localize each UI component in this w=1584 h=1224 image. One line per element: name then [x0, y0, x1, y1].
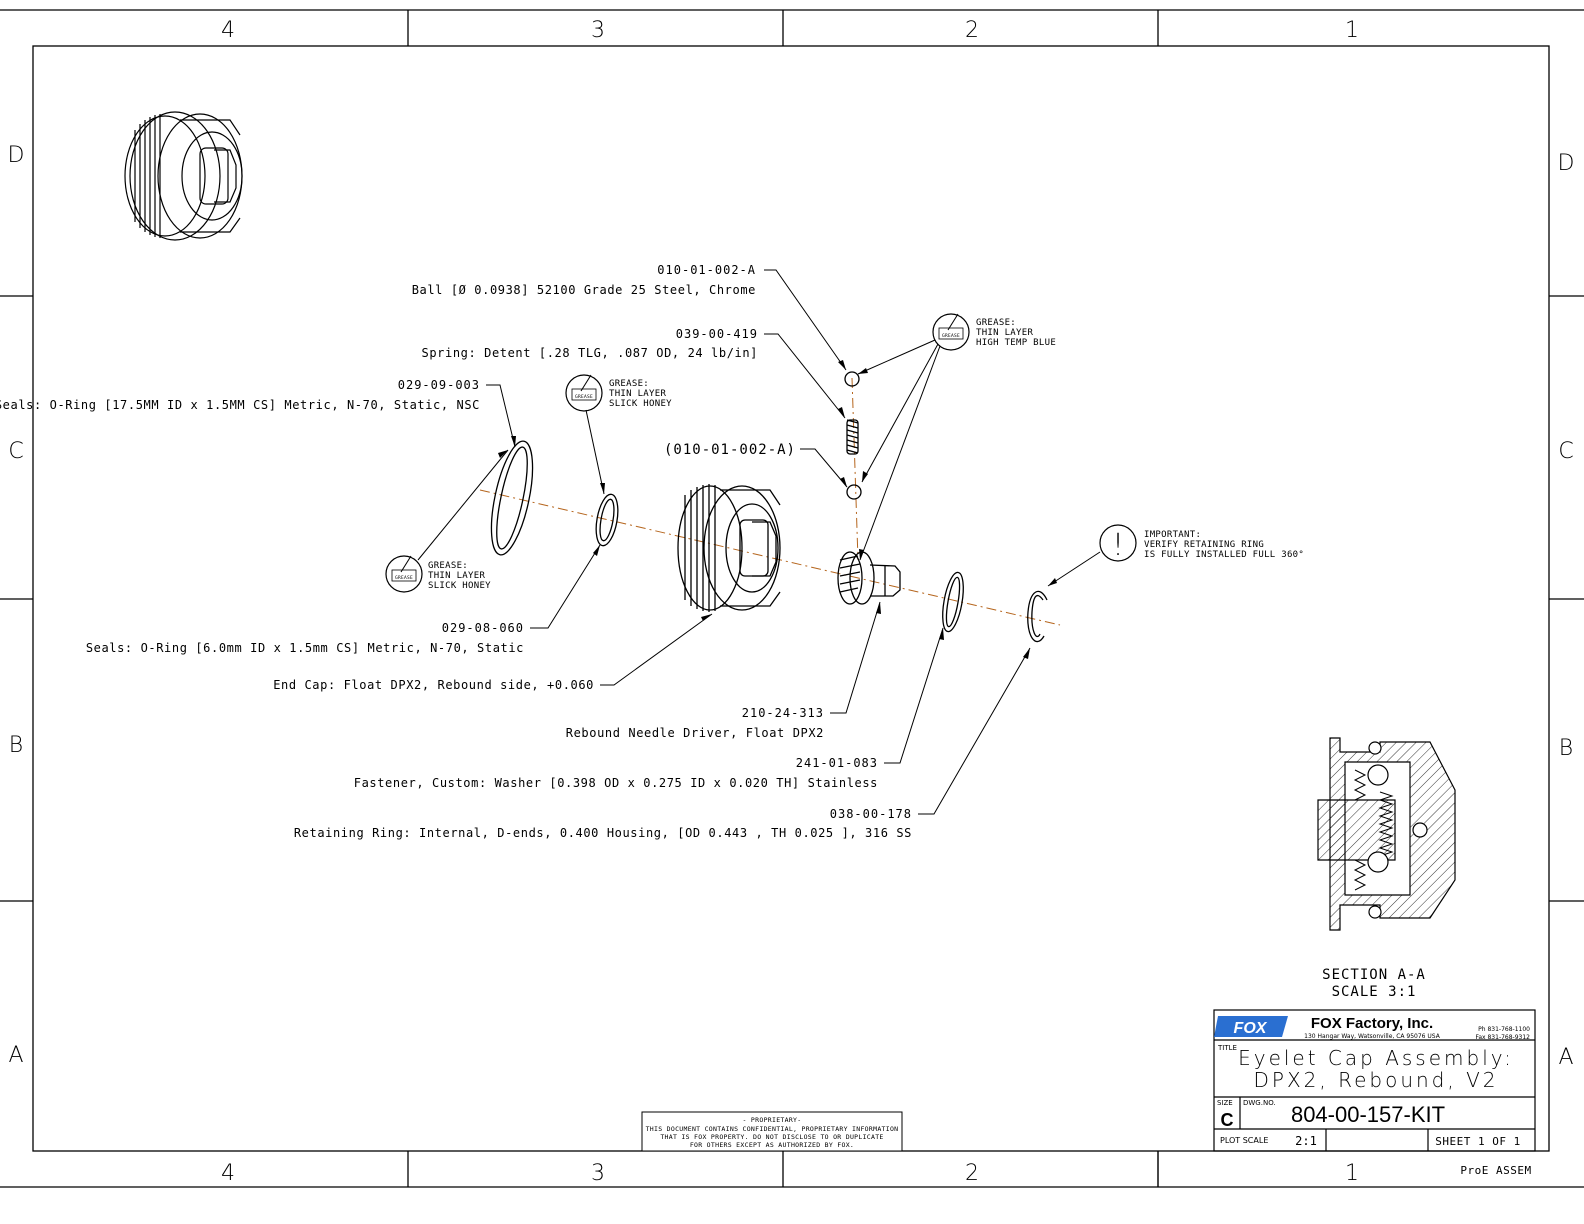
zone-col-label: 2: [965, 18, 979, 43]
cad-software-label: ProE ASSEM: [1460, 1164, 1531, 1177]
svg-text:GREASE: GREASE: [575, 394, 593, 400]
title-block: FOX FOX Factory, Inc. 130 Hangar Way, Wa…: [1157, 1009, 1536, 1187]
callout-description: Seals: O-Ring [17.5MM ID x 1.5MM CS] Met…: [0, 398, 480, 412]
detent-ball-bottom: [846, 484, 862, 500]
grease-note-line: GREASE:: [428, 561, 468, 571]
callout-part-number: 029-09-003: [398, 378, 480, 392]
section-title: SECTION A-A: [1322, 967, 1426, 983]
important-note: ! IMPORTANT: VERIFY RETAINING RING IS FU…: [1099, 524, 1304, 563]
callout-description: Ball [Ø 0.0938] 52100 Grade 25 Steel, Ch…: [412, 283, 756, 297]
title-label: TITLE: [1217, 1044, 1237, 1052]
callout-part-number: 241-01-083: [796, 756, 878, 770]
end-cap-part: [677, 484, 781, 612]
grease-note-line: THIN LAYER: [428, 571, 485, 581]
sheet-number: SHEET 1 OF 1: [1435, 1135, 1520, 1148]
grease-note-line: SLICK HONEY: [428, 581, 491, 591]
zone-col-label: 4: [221, 1161, 235, 1186]
callout-description: Retaining Ring: Internal, D-ends, 0.400 …: [294, 826, 912, 840]
callout-part-number: 010-01-002-A: [657, 263, 756, 277]
needle-driver-part: [837, 551, 901, 605]
zone-row-label: D: [1558, 151, 1575, 176]
zone-col-label: 2: [965, 1161, 979, 1186]
plot-scale-label: PLOT SCALE: [1220, 1136, 1268, 1145]
callout-description: Spring: Detent [.28 TLG, .087 OD, 24 lb/…: [422, 346, 758, 360]
callout-part-number: 029-08-060: [442, 621, 524, 635]
exclamation-icon: !: [1112, 528, 1124, 563]
svg-text:THAT IS FOX PROPERTY. DO NOT: THAT IS FOX PROPERTY. DO NOT DISCLOSE TO…: [660, 1133, 883, 1141]
detent-ball-top: [844, 371, 860, 387]
zone-row-label: D: [8, 143, 25, 168]
svg-text:FOR OTHERS EXCEPT AS AUTHORIZE: FOR OTHERS EXCEPT AS AUTHORIZED BY FOX.: [690, 1141, 854, 1149]
callout-description: End Cap: Float DPX2, Rebound side, +0.06…: [273, 678, 594, 692]
svg-text:GREASE: GREASE: [942, 333, 960, 339]
important-note-line: IMPORTANT:: [1144, 530, 1201, 540]
zone-row-label: A: [1558, 1045, 1573, 1070]
callout-part-number: 038-00-178: [830, 807, 912, 821]
grease-note-line: THIN LAYER: [609, 389, 666, 399]
zone-col-label: 1: [1345, 1161, 1359, 1186]
svg-text:THIS DOCUMENT CONTAINS CONFIDE: THIS DOCUMENT CONTAINS CONFIDENTIAL, PRO…: [646, 1125, 899, 1133]
callouts: 010-01-002-A Ball [Ø 0.0938] 52100 Grade…: [0, 263, 912, 840]
grease-note-line: GREASE:: [976, 318, 1016, 328]
retaining-ring-part: [1027, 590, 1048, 643]
callout-part-number: (010-01-002-A): [664, 442, 796, 458]
grease-note-honey-upper: GREASE GREASE: THIN LAYER SLICK HONEY: [565, 374, 672, 412]
callout-description: Rebound Needle Driver, Float DPX2: [566, 726, 824, 740]
assembly-iso-view: [124, 111, 243, 241]
callout-description: Fastener, Custom: Washer [0.398 OD x 0.2…: [354, 776, 878, 790]
size-value: C: [1221, 1110, 1234, 1130]
zone-row-label: C: [1558, 439, 1573, 464]
grease-note-honey-lower: GREASE GREASE: THIN LAYER SLICK HONEY: [385, 555, 491, 593]
grease-icon: [938, 327, 964, 340]
washer-part: [942, 571, 964, 633]
grease-note-line: THIN LAYER: [976, 328, 1033, 338]
fox-logo: FOX: [1214, 1016, 1288, 1037]
drawing-number: 804-00-157-KIT: [1291, 1102, 1445, 1127]
zone-labels: 4 3 2 1 4 3 2 1 D C B A D C B A: [8, 18, 1575, 1186]
company-fax: Fax 831-768-9312: [1475, 1034, 1530, 1041]
zone-row-label: B: [1559, 736, 1573, 761]
grease-note-line: HIGH TEMP BLUE: [976, 338, 1056, 348]
drawing-title-line2: DPX2, Rebound, V2: [1253, 1068, 1498, 1092]
grease-note-blue: GREASE GREASE: THIN LAYER HIGH TEMP BLUE: [932, 313, 1056, 351]
company-address: 130 Hangar Way, Watsonville, CA 95076 US…: [1304, 1033, 1441, 1040]
plot-scale-value: 2:1: [1295, 1134, 1317, 1148]
zone-row-label: B: [9, 733, 23, 758]
zone-row-label: C: [8, 439, 23, 464]
large-o-ring: [490, 440, 534, 556]
leader-lines: [417, 269, 1101, 815]
zone-col-label: 1: [1345, 18, 1359, 43]
callout-description: Seals: O-Ring [6.0mm ID x 1.5mm CS] Metr…: [86, 641, 524, 655]
zone-row-label: A: [8, 1043, 23, 1068]
zone-col-label: 4: [221, 18, 235, 43]
drawing-title-line1: Eyelet Cap Assembly:: [1238, 1046, 1514, 1070]
leader-arrowheads: [498, 360, 1057, 659]
exploded-parts: [490, 371, 1048, 643]
company-name: FOX Factory, Inc.: [1311, 1015, 1433, 1032]
zone-col-label: 3: [591, 1161, 605, 1186]
callout-part-number: 039-00-419: [676, 327, 758, 341]
grease-icon: [571, 388, 597, 401]
detent-spring: [846, 419, 859, 455]
size-label: SIZE: [1217, 1099, 1233, 1107]
svg-text:GREASE: GREASE: [395, 575, 413, 581]
company-phone: Ph 831-768-1100: [1478, 1026, 1530, 1033]
important-note-line: IS FULLY INSTALLED FULL 360°: [1144, 550, 1304, 560]
grease-note-line: GREASE:: [609, 379, 649, 389]
small-o-ring: [595, 493, 619, 547]
dwg-no-label: DWG.NO.: [1243, 1099, 1276, 1107]
callout-part-number: 210-24-313: [742, 706, 824, 720]
zone-col-label: 3: [591, 18, 605, 43]
important-note-line: VERIFY RETAINING RING: [1144, 540, 1264, 550]
grease-note-line: SLICK HONEY: [609, 399, 672, 409]
grease-icon: [391, 569, 417, 582]
svg-text:FOX: FOX: [1234, 1020, 1268, 1037]
section-scale: SCALE 3:1: [1332, 984, 1417, 1000]
svg-text:- PROPRIETARY-: - PROPRIETARY-: [743, 1116, 802, 1124]
exploded-centerline: [479, 377, 1061, 626]
section-a-a-view: [1317, 737, 1456, 931]
proprietary-notice: - PROPRIETARY- THIS DOCUMENT CONTAINS CO…: [641, 1111, 903, 1152]
